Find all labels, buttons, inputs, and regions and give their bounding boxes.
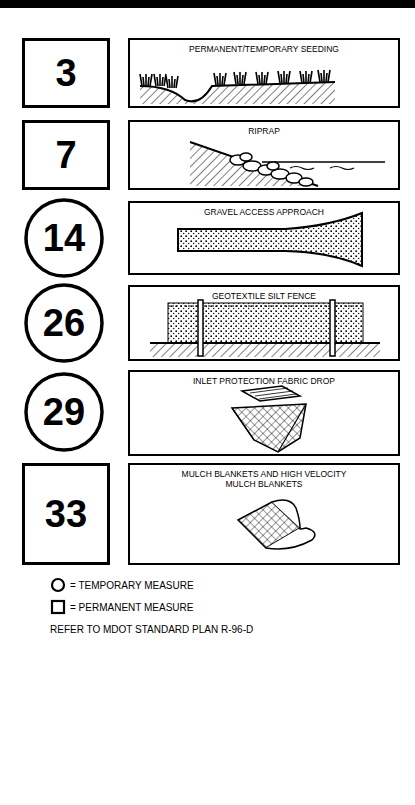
silt-fence-figure bbox=[150, 300, 380, 357]
measure-title: MULCH BLANKETS AND HIGH VELOCITY MULCH B… bbox=[130, 465, 398, 489]
measure-title: PERMANENT/TEMPORARY SEEDING bbox=[130, 40, 398, 54]
legend-text: = PERMANENT MEASURE bbox=[70, 602, 193, 613]
measure-title: GRAVEL ACCESS APPROACH bbox=[130, 203, 398, 217]
gravel-approach-figure bbox=[178, 213, 362, 266]
measure-number: 26 bbox=[43, 304, 85, 342]
measure-number: 3 bbox=[55, 54, 76, 92]
seeding-figure bbox=[140, 70, 335, 104]
measure-box: INLET PROTECTION FABRIC DROP bbox=[128, 370, 400, 456]
measure-number: 7 bbox=[55, 136, 76, 174]
temporary-circle: 29 bbox=[24, 372, 104, 452]
measure-box: GRAVEL ACCESS APPROACH bbox=[128, 201, 400, 275]
legend-entry: = TEMPORARY MEASURE bbox=[50, 577, 194, 593]
circle-sample bbox=[50, 577, 66, 593]
permanent-square: 3 bbox=[22, 38, 110, 108]
measure-title: GEOTEXTILE SILT FENCE bbox=[130, 287, 398, 301]
measure-box: PERMANENT/TEMPORARY SEEDING bbox=[128, 38, 400, 108]
square-sample bbox=[50, 599, 66, 615]
legend-entry: = PERMANENT MEASURE bbox=[50, 599, 193, 615]
mulch-blanket-figure bbox=[238, 500, 315, 549]
measure-number: 33 bbox=[45, 495, 87, 533]
measure-box: MULCH BLANKETS AND HIGH VELOCITY MULCH B… bbox=[128, 463, 400, 565]
measure-box: GEOTEXTILE SILT FENCE bbox=[128, 285, 400, 361]
temporary-circle: 14 bbox=[24, 198, 104, 278]
measure-box: RIPRAP bbox=[128, 120, 400, 190]
reference-note: REFER TO MDOT STANDARD PLAN R-96-D bbox=[50, 624, 253, 635]
legend-text: = TEMPORARY MEASURE bbox=[70, 580, 194, 591]
temporary-circle: 26 bbox=[24, 283, 104, 363]
permanent-square: 33 bbox=[22, 463, 110, 565]
inlet-figure bbox=[232, 386, 306, 452]
measure-title: RIPRAP bbox=[130, 122, 398, 136]
measure-title: INLET PROTECTION FABRIC DROP bbox=[130, 372, 398, 386]
measure-number: 29 bbox=[43, 393, 85, 431]
top-bar bbox=[0, 0, 415, 8]
measure-number: 14 bbox=[43, 219, 85, 257]
permanent-square: 7 bbox=[22, 120, 110, 190]
riprap-figure bbox=[190, 142, 385, 186]
